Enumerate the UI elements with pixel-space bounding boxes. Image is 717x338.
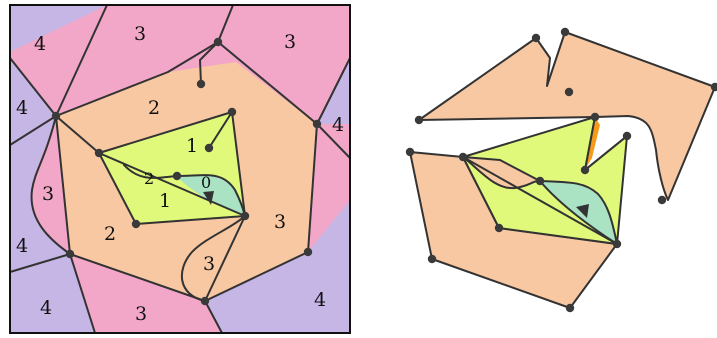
label-pink-top-right: 3 [284,31,296,53]
label-purple-bottom-left: 4 [40,297,52,319]
right-teal-region [539,180,618,245]
region-pink-left [31,116,70,254]
label-teal-core: 0 [201,173,211,192]
label-lime-inner-bottom: 1 [159,190,171,212]
left-points [51,37,322,306]
label-purple-right-lower: 4 [314,289,326,311]
label-purple-top-left: 4 [34,33,46,55]
right-upper-shape [418,31,716,201]
left-panel: 4 3 3 4 4 2 1 3 2 0 1 2 3 3 4 4 4 3 [9,4,351,334]
right-points [405,27,717,313]
label-pink-left: 3 [42,183,54,205]
region-pink-bottom [70,254,222,333]
right-panel [405,27,717,313]
label-peach-top: 2 [148,97,160,119]
left-region-labels: 4 3 3 4 4 2 1 3 2 0 1 2 3 3 4 4 4 3 [16,23,344,325]
right-arrow-icon [576,204,589,218]
label-pink-right: 3 [274,211,286,233]
right-orange-sliver [586,117,600,168]
label-lime-inner-top: 1 [186,135,198,157]
region-peach-lower [70,153,245,301]
label-purple-left-lower: 4 [16,235,28,257]
label-pink-top-center: 3 [134,23,146,45]
label-purple-right-upper: 4 [332,114,344,136]
left-panel-border [9,4,351,334]
label-purple-left-upper: 4 [16,97,28,119]
label-pink-bottom: 3 [135,303,147,325]
label-pink-bottom-right: 3 [203,253,215,275]
left-arrow-icon [203,191,214,205]
label-peach-bottom: 2 [104,223,116,245]
label-edge-two: 2 [144,169,154,188]
